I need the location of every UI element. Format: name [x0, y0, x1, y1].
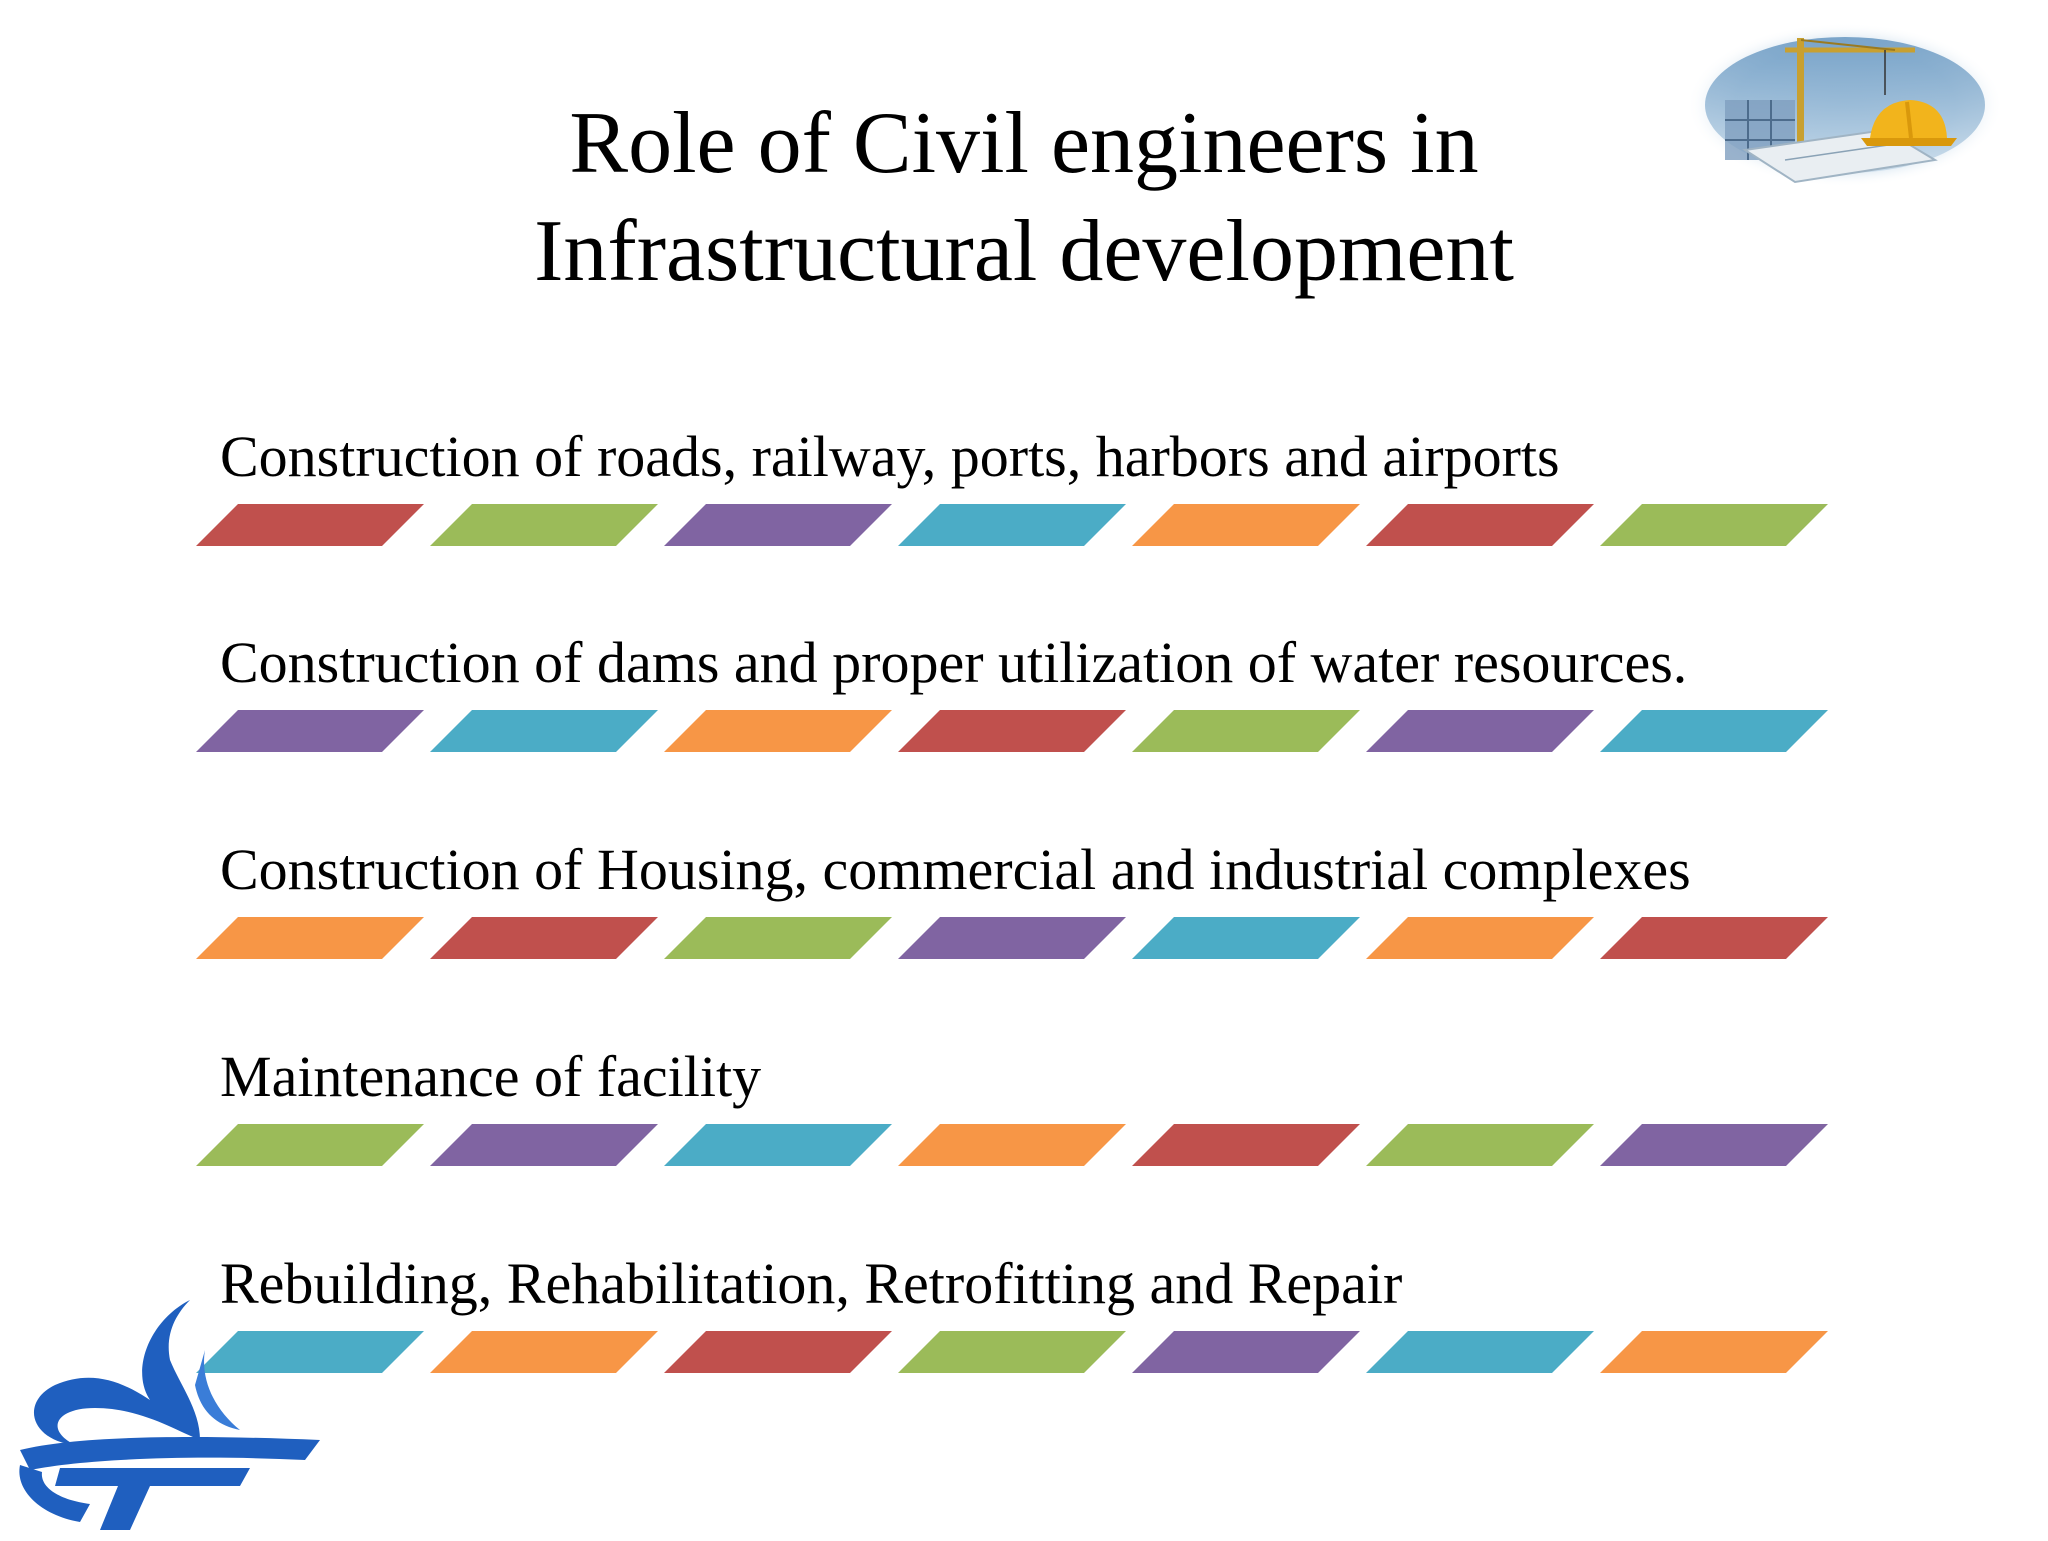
color-bar-blue — [898, 504, 1126, 546]
color-bar-row — [196, 1331, 1836, 1375]
color-bar-purple — [430, 1124, 658, 1166]
item-text: Construction of dams and proper utilizat… — [220, 630, 1688, 695]
color-bar-red — [898, 710, 1126, 752]
color-bar-row — [196, 917, 1836, 961]
color-bar-row — [196, 710, 1836, 754]
color-bar-blue — [1600, 710, 1828, 752]
color-bar-purple — [196, 710, 424, 752]
item-text: Rebuilding, Rehabilitation, Retrofitting… — [220, 1251, 1403, 1316]
construction-image-icon — [1685, 20, 2005, 190]
color-bar-green — [664, 917, 892, 959]
color-bar-green — [898, 1331, 1126, 1373]
color-bar-row — [196, 1124, 1836, 1168]
slide-title: Role of Civil engineers in Infrastructur… — [0, 90, 2048, 306]
color-bar-purple — [1600, 1124, 1828, 1166]
color-bar-red — [1366, 504, 1594, 546]
color-bar-red — [1600, 917, 1828, 959]
color-bar-green — [1366, 1124, 1594, 1166]
color-bar-purple — [1132, 1331, 1360, 1373]
color-bar-orange — [898, 1124, 1126, 1166]
color-bar-orange — [196, 917, 424, 959]
color-bar-blue — [1132, 917, 1360, 959]
color-bar-orange — [1132, 504, 1360, 546]
color-bar-red — [196, 504, 424, 546]
color-bar-row — [196, 504, 1836, 548]
color-bar-blue — [430, 710, 658, 752]
item-text: Construction of roads, railway, ports, h… — [220, 424, 1560, 489]
color-bar-red — [430, 917, 658, 959]
color-bar-orange — [1600, 1331, 1828, 1373]
color-bar-purple — [898, 917, 1126, 959]
color-bar-red — [1132, 1124, 1360, 1166]
item-text: Construction of Housing, commercial and … — [220, 837, 1691, 902]
color-bar-green — [196, 1124, 424, 1166]
color-bar-purple — [664, 504, 892, 546]
color-bar-blue — [196, 1331, 424, 1373]
color-bar-blue — [1366, 1331, 1594, 1373]
item-text: Maintenance of facility — [220, 1044, 762, 1109]
color-bar-orange — [664, 710, 892, 752]
color-bar-blue — [664, 1124, 892, 1166]
color-bar-orange — [1366, 917, 1594, 959]
color-bar-red — [664, 1331, 892, 1373]
title-line-2: Infrastructural development — [534, 203, 1514, 300]
title-line-1: Role of Civil engineers in — [569, 95, 1479, 192]
color-bar-green — [430, 504, 658, 546]
color-bar-green — [1132, 710, 1360, 752]
logo-icon — [0, 1290, 340, 1536]
color-bar-green — [1600, 504, 1828, 546]
color-bar-purple — [1366, 710, 1594, 752]
color-bar-orange — [430, 1331, 658, 1373]
